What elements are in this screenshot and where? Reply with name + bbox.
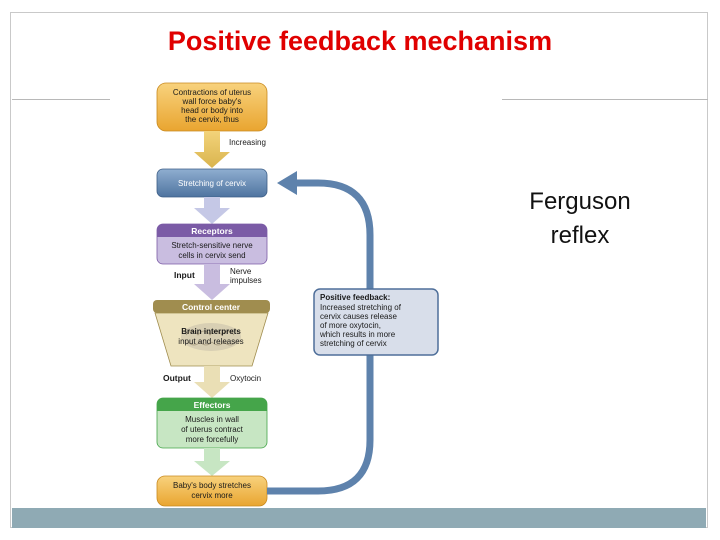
down-arrow-increasing [194, 131, 230, 168]
contractions-line-4: the cervix, thus [185, 115, 239, 124]
positive-feedback-box [313, 288, 439, 356]
feedback-arrowhead [277, 171, 297, 195]
receptors-header: Receptors [191, 226, 233, 236]
baby-stretches-line-2: cervix more [191, 491, 233, 500]
control-center-header: Control center [182, 302, 241, 312]
baby-stretches-line-1: Baby's body stretches [173, 481, 251, 490]
control-center-line-1: Brain interprets [181, 327, 241, 336]
nerve-impulses-line-1: Nerve [230, 267, 252, 276]
slide-footer-bar [12, 508, 706, 528]
feedback-line-3: cervix causes release [320, 312, 397, 321]
effectors-line-2: of uterus contract [181, 425, 244, 434]
input-label: Input [174, 270, 195, 280]
down-arrow-output [194, 366, 230, 398]
side-label-line-2: reflex [550, 222, 610, 249]
receptors-line-1: Stretch-sensitive nerve [171, 241, 253, 250]
side-label-line-1: Ferguson [529, 188, 631, 215]
down-arrow-to-receptors [194, 197, 230, 224]
effectors-line-1: Muscles in wall [185, 415, 239, 424]
feedback-line-2: Increased stretching of [320, 303, 402, 312]
receptors-line-2: cells in cervix send [178, 251, 245, 260]
down-arrow-to-baby [194, 448, 230, 476]
divider-right [502, 99, 708, 100]
slide-title: Positive feedback mechanism [167, 26, 553, 56]
contractions-line-1: Contractions of uterus [173, 88, 251, 97]
down-arrow-input [194, 264, 230, 300]
oxytocin-label: Oxytocin [230, 374, 261, 383]
feedback-line-1: Positive feedback: [320, 293, 390, 302]
output-label: Output [163, 373, 191, 383]
increasing-label: Increasing [229, 138, 266, 147]
effectors-header: Effectors [194, 400, 231, 410]
feedback-line-5: which results in more [319, 330, 396, 339]
ferguson-reflex-label: Ferguson reflex [505, 185, 655, 253]
control-center-line-2: input and releases [178, 337, 243, 346]
divider-left [12, 99, 112, 100]
control-center-header-bar [153, 300, 270, 313]
effectors-line-3: more forcefully [186, 435, 238, 444]
feedback-line-6: stretching of cervix [320, 339, 387, 348]
stretching-of-cervix-label: Stretching of cervix [178, 179, 246, 188]
contractions-line-3: head or body into [181, 106, 243, 115]
contractions-line-2: wall force baby's [182, 97, 242, 106]
nerve-impulses-line-2: impulses [230, 276, 262, 285]
feedback-line-4: of more oxytocin, [320, 321, 381, 330]
